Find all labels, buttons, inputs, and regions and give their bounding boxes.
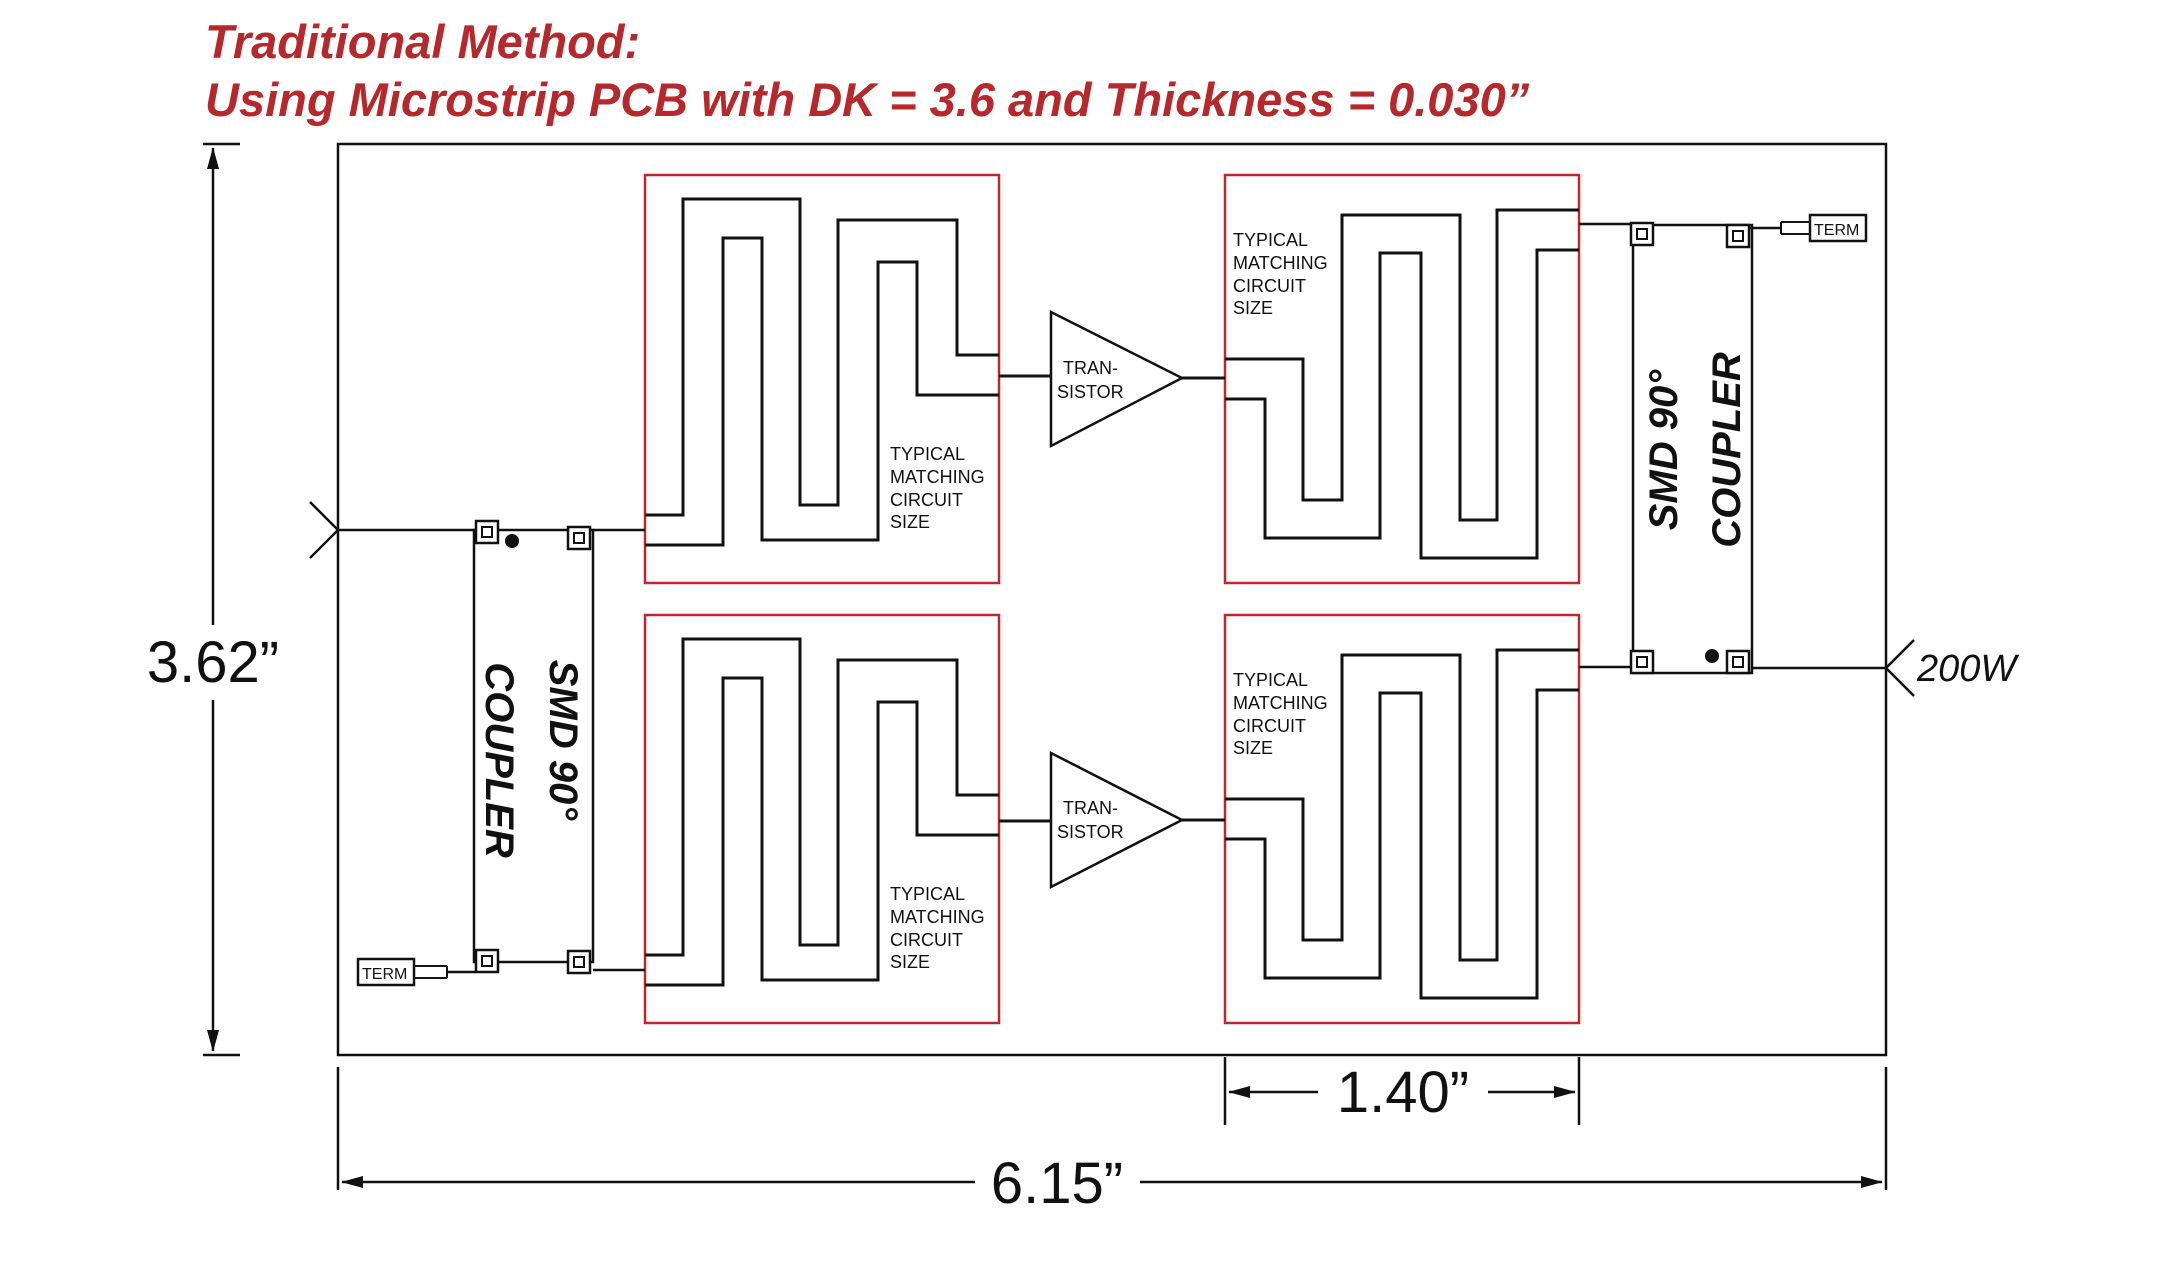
triangle-amplifier-icon (1049, 309, 1185, 449)
matching-label-top-right: TYPICAL MATCHING CIRCUIT SIZE (1233, 230, 1328, 318)
svg-text:SIZE: SIZE (890, 952, 930, 972)
output-arrowhead-icon (1884, 639, 1915, 697)
svg-text:TYPICAL: TYPICAL (1233, 670, 1308, 690)
svg-text:CIRCUIT: CIRCUIT (1233, 716, 1306, 736)
output-power-label: 200W (1916, 648, 2019, 690)
svg-text:MATCHING: MATCHING (890, 467, 985, 487)
svg-text:CIRCUIT: CIRCUIT (1233, 276, 1306, 296)
coupler-right: SMD 90° COUPLER (1629, 221, 1754, 675)
matching-label-bottom-right: TYPICAL MATCHING CIRCUIT SIZE (1233, 670, 1328, 758)
svg-text:TERM: TERM (362, 966, 407, 983)
pin1-dot-icon (1705, 649, 1719, 663)
term-right: TERM (1750, 213, 1868, 243)
transistor-bottom: TRAN- SISTOR (999, 750, 1225, 890)
matching-circuit-bottom-left (643, 613, 1001, 1025)
svg-text:TYPICAL: TYPICAL (890, 884, 965, 904)
svg-text:SMD 90°: SMD 90° (541, 660, 585, 821)
svg-text:TERM: TERM (1814, 222, 1859, 239)
triangle-amplifier-icon (1049, 750, 1185, 890)
smd-pad-icon (1629, 221, 1655, 247)
svg-text:MATCHING: MATCHING (1233, 253, 1328, 273)
smd-pad-icon (1725, 223, 1751, 249)
svg-text:SIZE: SIZE (1233, 298, 1273, 318)
pin1-dot-icon (505, 534, 519, 548)
svg-text:SIZE: SIZE (890, 512, 930, 532)
svg-text:TYPICAL: TYPICAL (1233, 230, 1308, 250)
dimension-block-width: 1.40” (1223, 1057, 1581, 1125)
svg-text:6.15”: 6.15” (991, 1151, 1123, 1216)
dimension-height: 3.62” (147, 142, 279, 1057)
svg-text:TRAN-: TRAN- (1063, 798, 1118, 818)
matching-label-bottom-left: TYPICAL MATCHING CIRCUIT SIZE (890, 884, 985, 972)
matching-label-top-left: TYPICAL MATCHING CIRCUIT SIZE (890, 444, 985, 532)
svg-text:TRAN-: TRAN- (1063, 358, 1118, 378)
smd-pad-icon (474, 519, 500, 545)
smd-pad-icon (1725, 649, 1751, 675)
matching-circuit-top-left (643, 173, 1001, 585)
svg-text:CIRCUIT: CIRCUIT (890, 490, 963, 510)
svg-text:COUPLER: COUPLER (477, 662, 521, 858)
transistor-top: TRAN- SISTOR (999, 309, 1225, 449)
dimension-width: 6.15” (336, 1067, 1888, 1216)
svg-text:SISTOR: SISTOR (1057, 822, 1124, 842)
input-arrowhead-icon (309, 501, 340, 559)
svg-text:CIRCUIT: CIRCUIT (890, 930, 963, 950)
coupler-left: SMD 90° COUPLER (472, 519, 595, 975)
svg-text:COUPLER: COUPLER (1705, 352, 1749, 548)
svg-text:MATCHING: MATCHING (890, 907, 985, 927)
title-line-2: Using Microstrip PCB with DK = 3.6 and T… (205, 73, 1530, 126)
smd-pad-icon (566, 949, 592, 975)
svg-text:3.62”: 3.62” (147, 630, 279, 695)
svg-text:SISTOR: SISTOR (1057, 382, 1124, 402)
title-line-1: Traditional Method: (205, 15, 641, 68)
svg-text:MATCHING: MATCHING (1233, 693, 1328, 713)
svg-text:SMD 90°: SMD 90° (1642, 369, 1686, 530)
pcb-board-outline (336, 142, 1888, 1057)
svg-text:TYPICAL: TYPICAL (890, 444, 965, 464)
svg-text:1.40”: 1.40” (1337, 1060, 1469, 1125)
smd-pad-icon (566, 525, 592, 551)
smd-pad-icon (1629, 649, 1655, 675)
smd-pad-icon (474, 948, 500, 974)
term-left: TERM (356, 957, 476, 987)
svg-text:SIZE: SIZE (1233, 738, 1273, 758)
